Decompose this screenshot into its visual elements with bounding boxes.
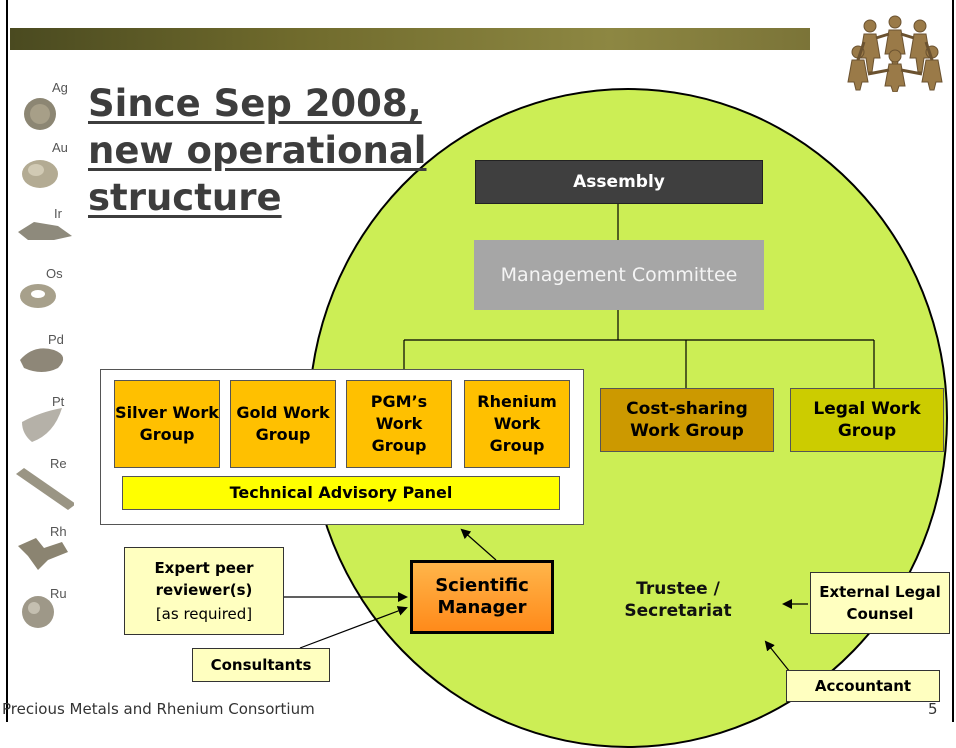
palladium-sample-icon bbox=[20, 348, 64, 372]
expert-peer-label: Expert peer reviewer(s) bbox=[154, 559, 254, 599]
metal-label: Ru bbox=[50, 586, 67, 601]
ruthenium-sample-icon bbox=[22, 596, 54, 628]
metal-label: Pt bbox=[52, 394, 65, 409]
rhenium-work-group: Rhenium Work Group bbox=[464, 380, 570, 468]
slide-title: Since Sep 2008, new operational structur… bbox=[88, 80, 427, 221]
metal-label: Os bbox=[46, 266, 63, 281]
platinum-sample-icon bbox=[22, 408, 62, 442]
consultants-box: Consultants bbox=[192, 648, 330, 682]
cost-sharing-work-group: Cost-sharing Work Group bbox=[600, 388, 774, 452]
external-legal-counsel-box: External Legal Counsel bbox=[810, 572, 950, 634]
slide-frame bbox=[6, 0, 954, 722]
scientific-manager-box: Scientific Manager bbox=[410, 560, 554, 634]
metal-label: Rh bbox=[50, 524, 67, 539]
rhodium-sample-icon bbox=[18, 538, 68, 570]
metal-label: Ag bbox=[52, 80, 68, 95]
gold-sample-icon bbox=[22, 160, 58, 188]
osmium-sample-icon bbox=[20, 284, 56, 308]
footer-org-name: Precious Metals and Rhenium Consortium bbox=[2, 700, 315, 718]
header-bar bbox=[10, 28, 810, 50]
connector-lines bbox=[284, 204, 875, 673]
management-committee-box: Management Committee bbox=[474, 240, 764, 310]
pgm-work-group: PGM’s Work Group bbox=[346, 380, 452, 468]
expert-peer-note: [as required] bbox=[155, 605, 253, 623]
accountant-box: Accountant bbox=[786, 670, 940, 702]
title-line: Since Sep 2008, bbox=[88, 82, 422, 125]
metal-label: Pd bbox=[48, 332, 64, 347]
page-number: 5 bbox=[928, 700, 938, 718]
technical-advisory-panel: Technical Advisory Panel bbox=[122, 476, 560, 510]
trustee-secretariat: Trustee / Secretariat bbox=[624, 579, 732, 621]
title-line: structure bbox=[88, 176, 282, 219]
silver-sample-icon bbox=[24, 98, 56, 130]
rhenium-sample-icon bbox=[16, 468, 74, 510]
consortium-logo bbox=[847, 15, 943, 92]
metal-label: Au bbox=[52, 140, 68, 155]
iridium-sample-icon bbox=[18, 222, 72, 240]
gold-work-group: Gold Work Group bbox=[230, 380, 336, 468]
title-line: new operational bbox=[88, 129, 427, 172]
expert-peer-reviewers-box: Expert peer reviewer(s) [as required] bbox=[124, 547, 284, 635]
legal-work-group: Legal Work Group bbox=[790, 388, 944, 452]
metal-label: Ir bbox=[54, 206, 62, 221]
assembly-box: Assembly bbox=[475, 160, 763, 204]
silver-work-group: Silver Work Group bbox=[114, 380, 220, 468]
metal-label: Re bbox=[50, 456, 67, 471]
